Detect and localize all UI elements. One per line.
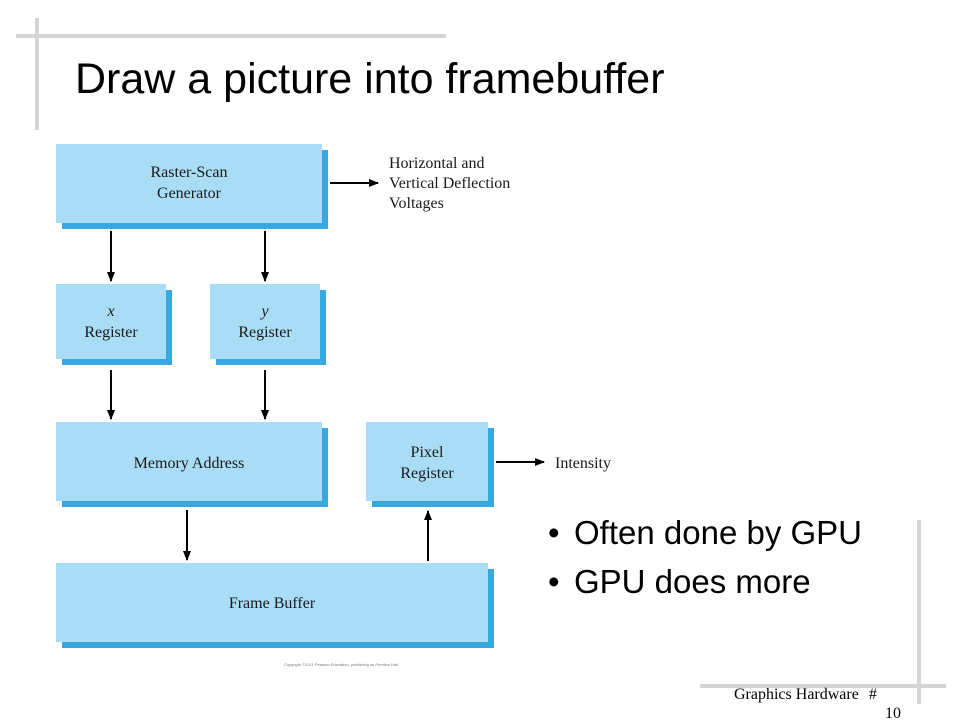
bullet-item: • Often done by GPU bbox=[548, 508, 862, 557]
raster-scan-label-line2: Generator bbox=[157, 185, 222, 202]
intensity-label: Intensity bbox=[555, 455, 611, 472]
pixel-register-label-line2: Register bbox=[400, 465, 454, 482]
pixel-register-box: Pixel Register bbox=[366, 422, 494, 507]
frame-line-bottom bbox=[700, 684, 946, 688]
bullet-text: GPU does more bbox=[574, 563, 811, 600]
slide-number: 10 bbox=[885, 705, 901, 722]
y-register-label-var: y bbox=[259, 303, 269, 320]
bullet-marker: • bbox=[548, 563, 560, 600]
copyright-note: Copyright ©2011 Pearson Education, publi… bbox=[284, 662, 398, 667]
pixel-register-label-line1: Pixel bbox=[411, 444, 444, 461]
frame-buffer-label: Frame Buffer bbox=[229, 595, 316, 612]
y-register-label-text: Register bbox=[238, 324, 292, 341]
bullet-marker: • bbox=[548, 514, 560, 551]
slide-footer: Graphics Hardware # bbox=[734, 686, 877, 704]
bullet-list: • Often done by GPU • GPU does more bbox=[548, 508, 862, 606]
deflection-label-line1: Horizontal and bbox=[389, 155, 485, 172]
frame-line-right bbox=[917, 520, 921, 704]
bullet-text: Often done by GPU bbox=[574, 514, 862, 551]
x-register-label-var: x bbox=[106, 303, 114, 320]
x-register-label-text: Register bbox=[84, 324, 138, 341]
footer-label: Graphics Hardware bbox=[734, 686, 859, 703]
frame-line-left bbox=[35, 18, 39, 130]
footer-number-prefix: # bbox=[868, 686, 877, 703]
deflection-label-line2: Vertical Deflection bbox=[389, 175, 510, 192]
bullet-item: • GPU does more bbox=[548, 557, 862, 606]
deflection-label-line3: Voltages bbox=[389, 195, 444, 212]
frame-line-top bbox=[16, 34, 446, 38]
y-register-box: y Register bbox=[210, 284, 326, 365]
raster-scan-generator-box: Raster-Scan Generator bbox=[56, 144, 328, 229]
raster-scan-label-line1: Raster-Scan bbox=[151, 164, 228, 181]
slide-title: Draw a picture into framebuffer bbox=[75, 55, 665, 103]
memory-address-box: Memory Address bbox=[56, 422, 328, 507]
x-register-box: x Register bbox=[56, 284, 172, 365]
frame-buffer-box: Frame Buffer bbox=[56, 563, 494, 648]
memory-address-label: Memory Address bbox=[134, 455, 245, 472]
